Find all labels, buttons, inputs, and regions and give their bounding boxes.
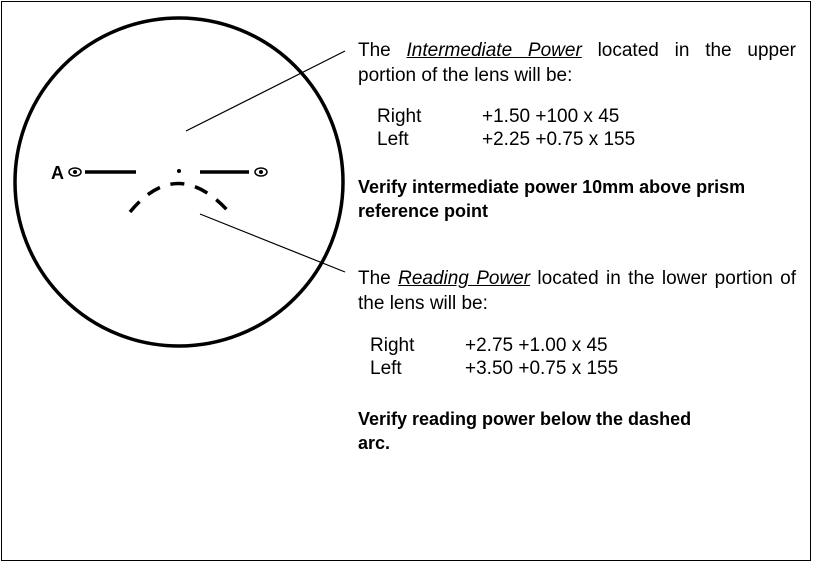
lens-diagram bbox=[13, 16, 346, 348]
reading-left-label: Left bbox=[370, 358, 402, 379]
leader-line-intermediate bbox=[185, 50, 346, 132]
intermediate-post: located in the upper portion of the lens… bbox=[358, 40, 796, 86]
intermediate-verify: Verify intermediate power 10mm above pri… bbox=[358, 177, 746, 221]
reading-verify: Verify reading power below the dashed ar… bbox=[358, 409, 692, 453]
dashed-arc bbox=[128, 181, 231, 214]
reading-pre: The bbox=[358, 268, 399, 289]
lens-circle bbox=[13, 16, 345, 348]
intermediate-description: The Intermediate Power located in the up… bbox=[358, 38, 796, 88]
reading-right-row: Right +2.75 +1.00 x 45 bbox=[370, 334, 608, 357]
intermediate-right-value: +1.50 +100 x 45 bbox=[482, 106, 620, 127]
reading-post: located in the lower portion of the lens… bbox=[358, 268, 796, 314]
eye-icon-left bbox=[68, 167, 82, 177]
reading-right-label: Right bbox=[370, 335, 415, 356]
intermediate-pre: The bbox=[358, 40, 407, 61]
reading-left-value: +3.50 +0.75 x 155 bbox=[465, 358, 619, 379]
eye-icon-right bbox=[254, 167, 268, 177]
label-a: A bbox=[51, 163, 64, 183]
intermediate-left-value: +2.25 +0.75 x 155 bbox=[482, 129, 636, 150]
intermediate-left-label: Left bbox=[377, 129, 409, 150]
prism-reference-dot bbox=[177, 169, 181, 173]
intermediate-left-row: Left +2.25 +0.75 x 155 bbox=[377, 128, 635, 151]
reading-description: The Reading Power located in the lower p… bbox=[358, 266, 796, 316]
reading-term: Reading Power bbox=[398, 268, 531, 289]
reading-left-row: Left +3.50 +0.75 x 155 bbox=[370, 357, 618, 380]
intermediate-term: Intermediate Power bbox=[406, 40, 582, 61]
reading-right-value: +2.75 +1.00 x 45 bbox=[465, 335, 608, 356]
intermediate-right-row: Right +1.50 +100 x 45 bbox=[377, 105, 619, 128]
intermediate-right-label: Right bbox=[377, 106, 422, 127]
leader-line-reading bbox=[199, 213, 346, 273]
